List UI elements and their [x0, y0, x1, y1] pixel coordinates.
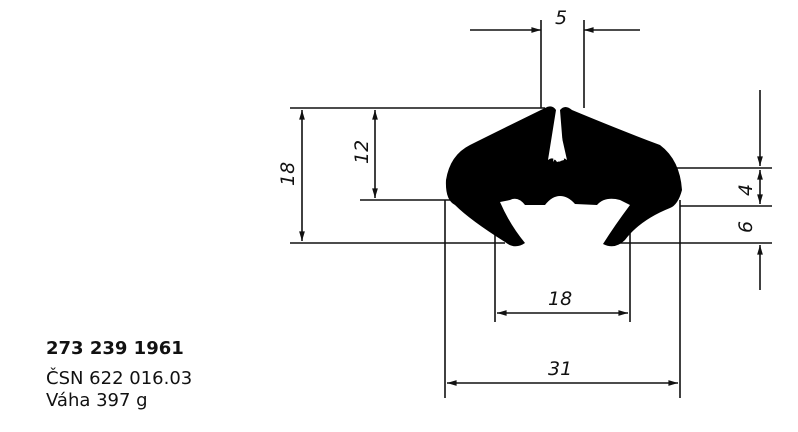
dim-upper-height: 12	[351, 140, 373, 164]
dim-total-height: 18	[277, 162, 299, 186]
seal-profile-shape	[445, 106, 682, 247]
standard-number: ČSN 622 016.03	[46, 368, 193, 389]
dim-top-gap: 5	[555, 7, 567, 29]
dim-total-width: 31	[548, 358, 572, 380]
dim-right-upper: 4	[735, 184, 757, 196]
dimension-lines	[290, 20, 772, 398]
dim-right-lower: 6	[735, 221, 757, 233]
dim-inner-width: 18	[548, 288, 572, 310]
part-number: 273 239 1961	[46, 338, 184, 359]
weight-label: Váha 397 g	[46, 390, 148, 411]
